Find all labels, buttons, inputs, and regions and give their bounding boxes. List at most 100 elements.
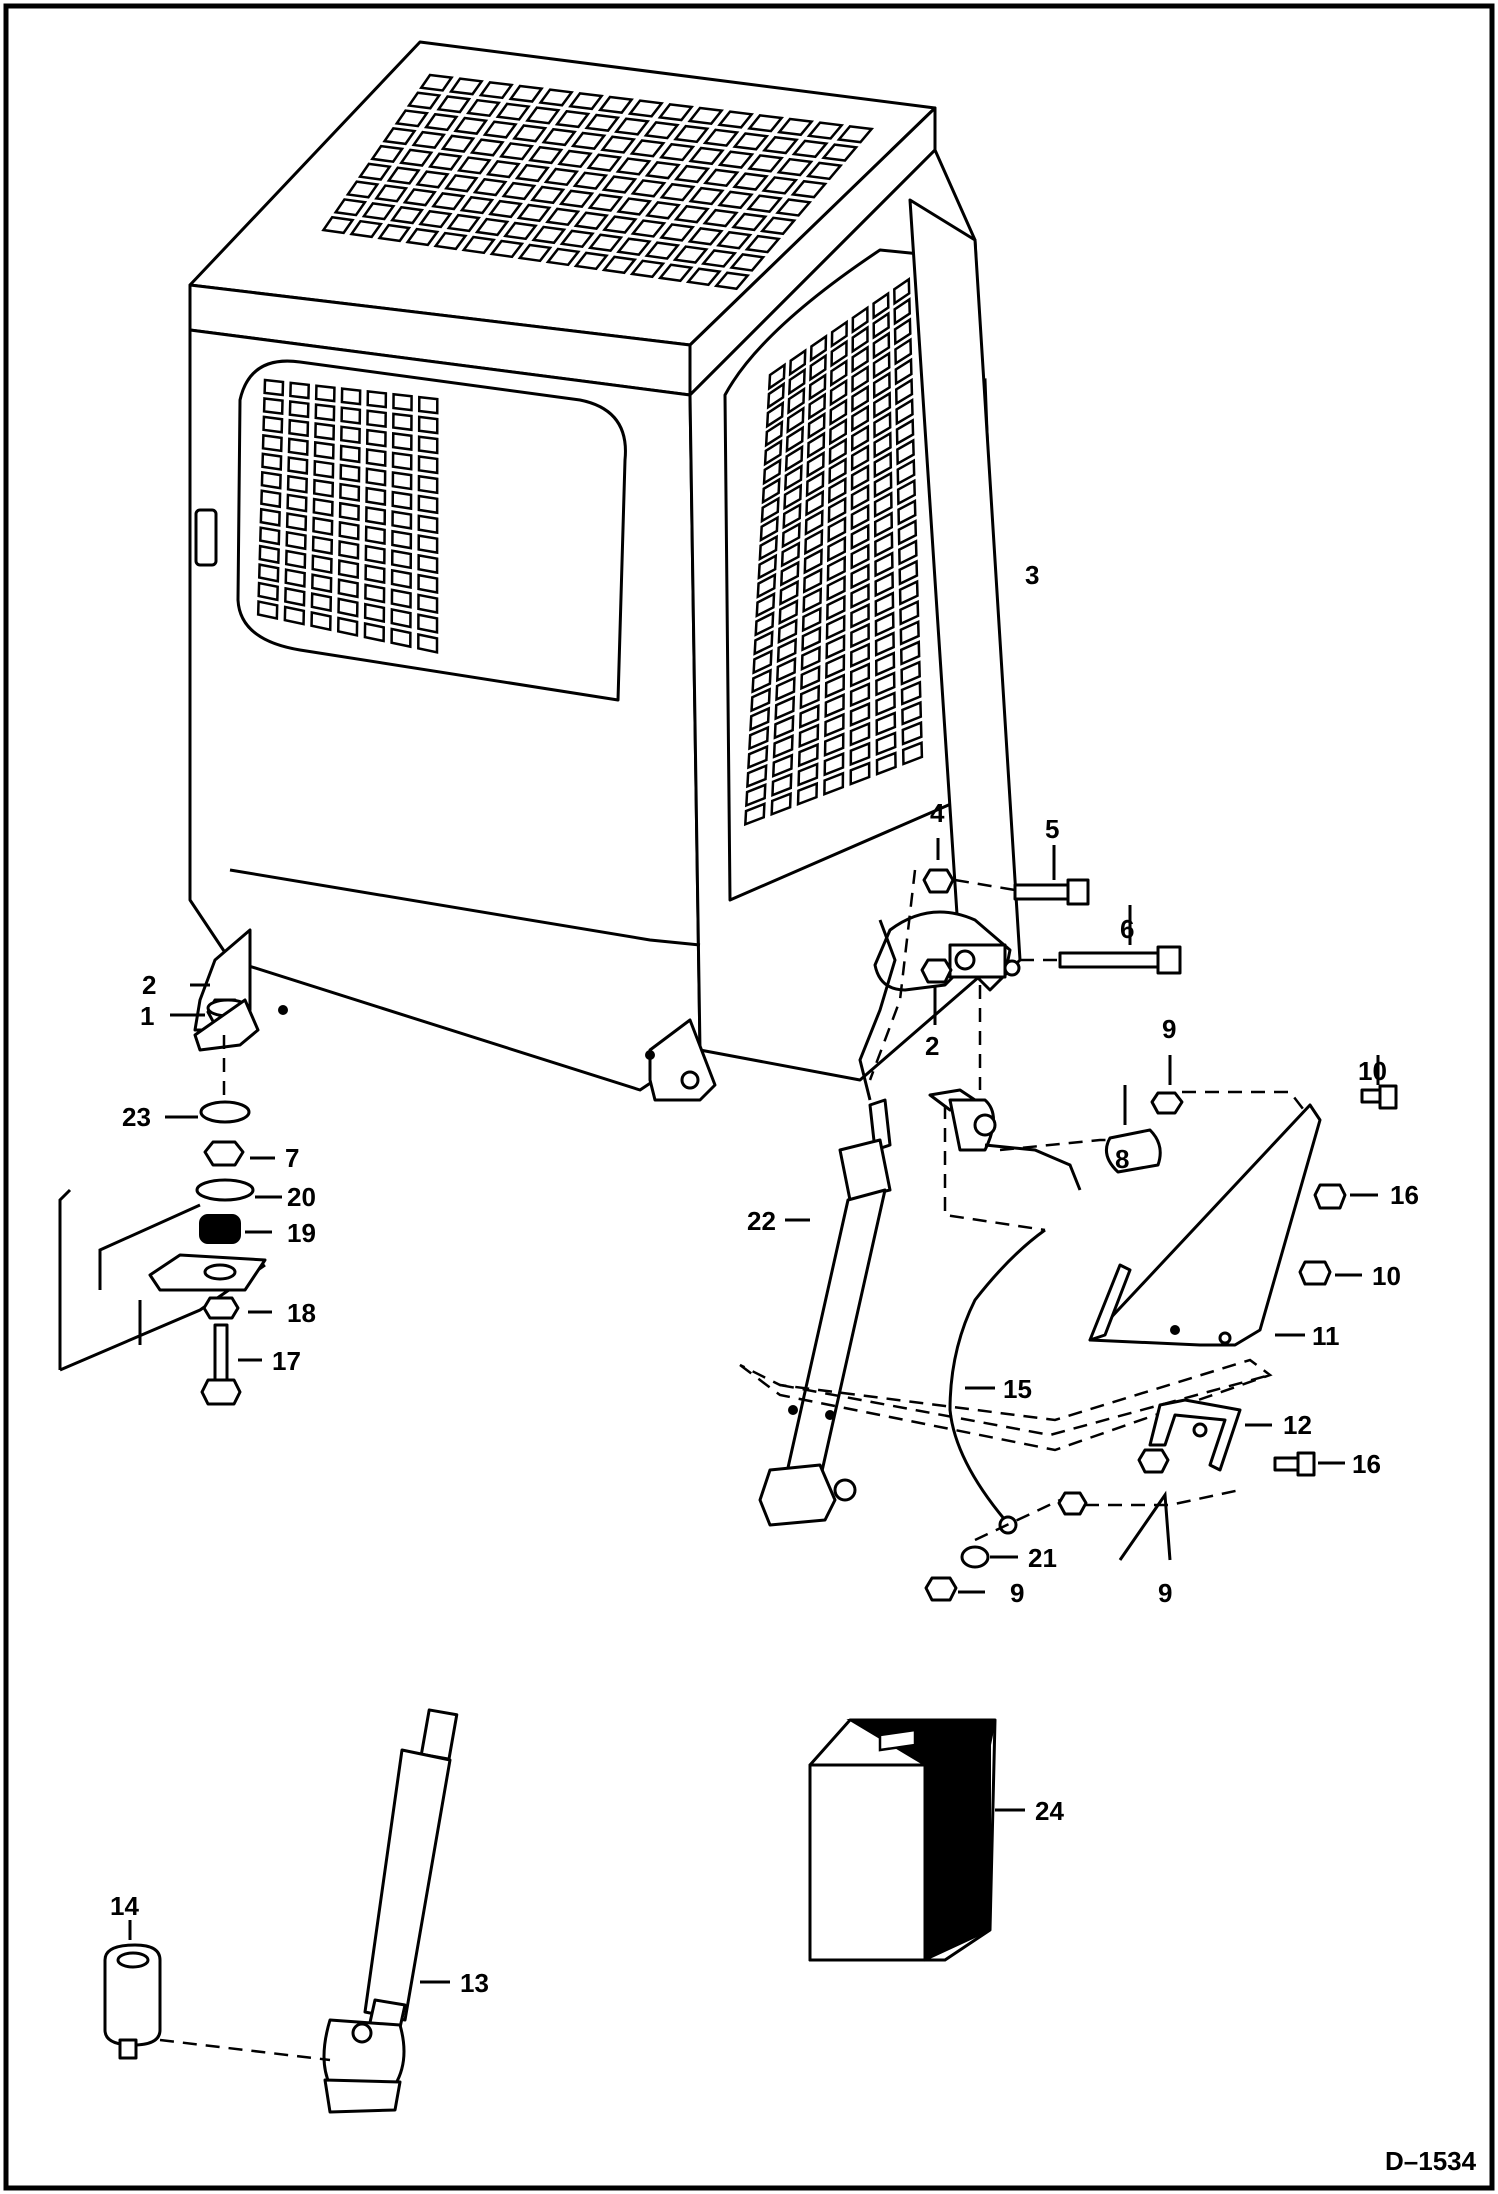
grille-cell bbox=[406, 91, 442, 110]
grille-cell bbox=[288, 400, 310, 419]
grille-cell bbox=[374, 184, 409, 203]
item-16-screw-b-shank bbox=[1273, 1456, 1302, 1472]
grille-cell bbox=[262, 397, 284, 416]
grille-cell bbox=[673, 164, 711, 184]
grille-cell bbox=[482, 120, 518, 139]
grille-cell bbox=[390, 627, 412, 649]
grille-cell bbox=[898, 559, 919, 586]
grille-cell bbox=[688, 146, 725, 166]
grille-cell bbox=[800, 664, 821, 691]
item-23-washer bbox=[199, 1100, 251, 1124]
grille-cell bbox=[849, 662, 871, 688]
grille-cell bbox=[336, 616, 359, 637]
grille-cell bbox=[525, 106, 561, 125]
grille-cell bbox=[758, 534, 778, 562]
grille-cell bbox=[321, 215, 355, 235]
cylinder-base bbox=[758, 1463, 837, 1527]
cab-mount-bracket bbox=[193, 998, 260, 1052]
grille-cell bbox=[338, 520, 360, 541]
grille-cell bbox=[894, 337, 913, 366]
grille-cell bbox=[901, 741, 924, 766]
callout-14: 14 bbox=[110, 1891, 139, 1921]
grille-cell bbox=[825, 653, 846, 680]
grille-cell bbox=[802, 587, 823, 614]
grille-cell bbox=[851, 364, 869, 393]
callout-20: 20 bbox=[287, 1182, 316, 1212]
grille-cell bbox=[364, 563, 386, 585]
grille-cell bbox=[629, 259, 666, 279]
grille-cell bbox=[744, 234, 782, 254]
grille-cell bbox=[777, 618, 798, 645]
grille-cell bbox=[465, 98, 502, 118]
grille-cell bbox=[874, 531, 894, 558]
grille-cell bbox=[572, 171, 609, 190]
grille-cell bbox=[806, 121, 845, 140]
grille-cell bbox=[687, 227, 724, 246]
grille-cell bbox=[747, 744, 769, 770]
grille-cell bbox=[797, 742, 819, 768]
grille-cell bbox=[340, 406, 362, 425]
alignment-line bbox=[943, 1105, 1046, 1232]
item-4-nut bbox=[922, 868, 955, 894]
item-14-top bbox=[116, 1951, 150, 1969]
grille-cell bbox=[288, 418, 310, 438]
grille-cell bbox=[746, 194, 783, 213]
grille-cell bbox=[616, 197, 653, 216]
grille-cell bbox=[364, 583, 386, 604]
grille-cell bbox=[644, 161, 681, 180]
grille-cell bbox=[830, 339, 848, 368]
grille-cell bbox=[850, 563, 870, 590]
grille-cell bbox=[849, 682, 871, 708]
grille-cell bbox=[472, 177, 508, 197]
grille-cell bbox=[630, 179, 667, 198]
grille-cell bbox=[823, 751, 845, 777]
grille-cell bbox=[729, 253, 766, 272]
grille-cell bbox=[850, 464, 870, 492]
grille-cell bbox=[312, 478, 335, 498]
grille-cell bbox=[461, 235, 496, 255]
grille-cell bbox=[391, 529, 413, 550]
alignment-line bbox=[1182, 1090, 1311, 1119]
grille-cell bbox=[850, 543, 870, 570]
grille-cell bbox=[446, 213, 481, 233]
grille-cell bbox=[284, 549, 307, 570]
grille-cell bbox=[791, 139, 829, 159]
grille-cell bbox=[365, 448, 387, 467]
grille-cell bbox=[826, 555, 846, 582]
item-13-port bbox=[351, 2022, 373, 2044]
grille-cell bbox=[754, 611, 775, 637]
grille-cell bbox=[773, 714, 795, 740]
grille-cell bbox=[779, 560, 800, 587]
grille-cell bbox=[568, 92, 604, 111]
front-screen-grille bbox=[256, 378, 439, 654]
grille-cell bbox=[417, 395, 439, 415]
page-border bbox=[3, 3, 1495, 2191]
grille-cell bbox=[899, 619, 920, 646]
left-mount-stack bbox=[58, 983, 282, 1406]
grille-cell bbox=[759, 515, 779, 543]
grille-cell bbox=[392, 412, 413, 432]
item-14-stem bbox=[118, 2038, 138, 2060]
grille-cell bbox=[827, 516, 847, 543]
drawing-number: D–1534 bbox=[1385, 2146, 1477, 2176]
grille-cell bbox=[900, 660, 921, 686]
grille-cell bbox=[285, 530, 307, 551]
item-11-panel-edge bbox=[1088, 1263, 1132, 1342]
grille-cell bbox=[732, 172, 769, 191]
grille-cell bbox=[899, 640, 921, 666]
callout-7: 7 bbox=[285, 1143, 299, 1173]
grille-cell bbox=[713, 271, 751, 291]
grille-cell bbox=[644, 241, 681, 260]
grille-cell bbox=[750, 687, 771, 713]
item-17-bolt-head bbox=[200, 1378, 242, 1406]
grille-cell bbox=[851, 325, 869, 354]
grille-cell bbox=[897, 498, 917, 526]
grille-cell bbox=[801, 606, 822, 633]
pivot-hole bbox=[954, 949, 976, 971]
item-13-rod bbox=[363, 1748, 452, 2022]
grille-cell bbox=[849, 741, 871, 767]
callout-16b: 16 bbox=[1352, 1449, 1381, 1479]
cylinder-rod-end bbox=[838, 1138, 892, 1202]
grille-cell bbox=[508, 84, 544, 103]
grille-cell bbox=[796, 781, 819, 807]
